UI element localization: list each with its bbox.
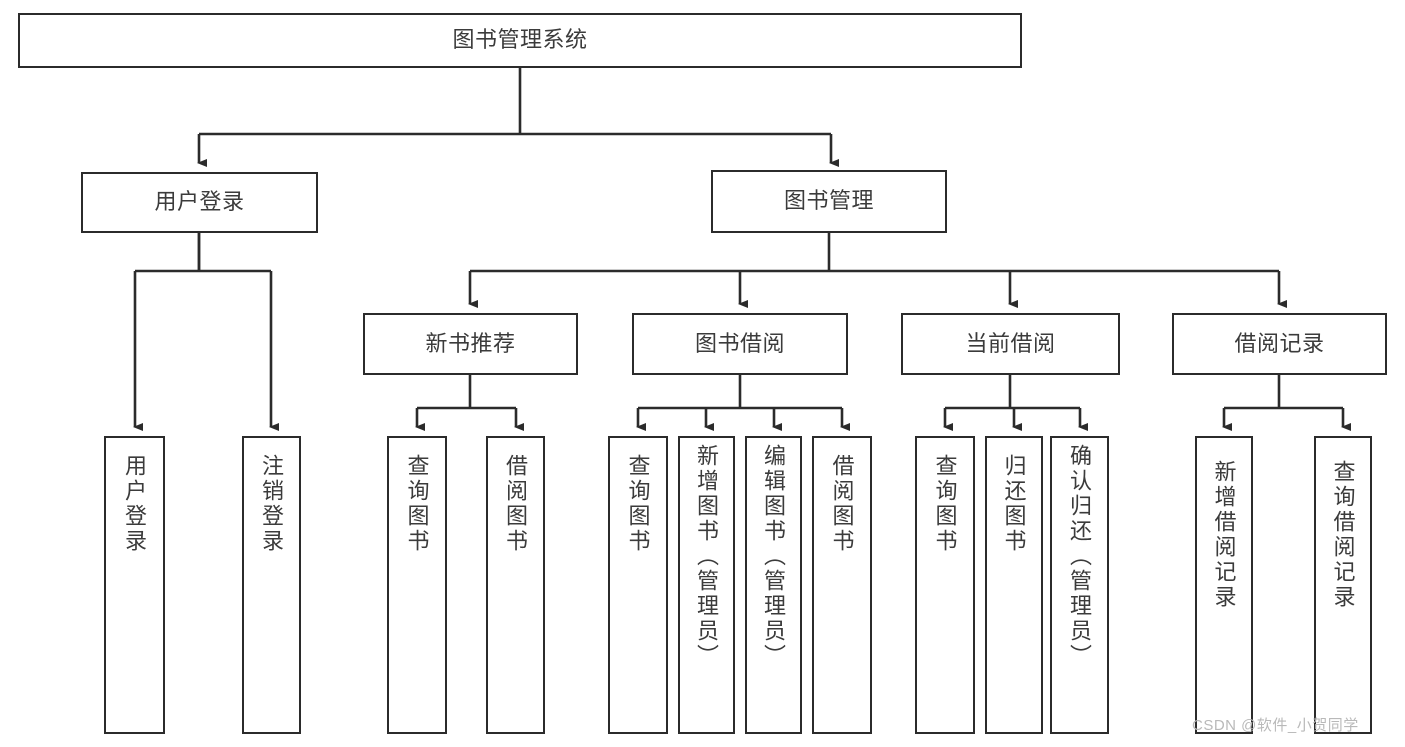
watermark-text: CSDN @软件_小贺同学	[1192, 717, 1359, 734]
leaf-query-book-current[interactable]: 查询图书	[915, 436, 975, 734]
node-label: 图书管理系统	[452, 27, 588, 53]
node-label: 借阅图书	[829, 454, 855, 554]
node-label: 归还图书	[1001, 454, 1027, 554]
leaf-user-logout[interactable]: 注销登录	[242, 436, 301, 734]
node-book-management[interactable]: 图书管理	[711, 170, 947, 233]
node-current-borrow[interactable]: 当前借阅	[901, 313, 1120, 375]
node-borrow-record[interactable]: 借阅记录	[1172, 313, 1387, 375]
node-label: 图书借阅	[694, 330, 785, 356]
leaf-query-book-borrow[interactable]: 查询图书	[608, 436, 668, 734]
node-label: 查询图书	[932, 454, 958, 554]
node-book-borrow[interactable]: 图书借阅	[632, 313, 848, 375]
node-label: 新书推荐	[425, 330, 516, 356]
node-label: 借阅记录	[1234, 330, 1325, 356]
node-label: 查询图书	[404, 454, 430, 554]
leaf-confirm-return-admin[interactable]: 确认归还（管理员）	[1050, 436, 1109, 734]
leaf-add-borrow-record[interactable]: 新增借阅记录	[1195, 436, 1253, 734]
node-root-system[interactable]: 图书管理系统	[18, 13, 1022, 68]
leaf-return-book[interactable]: 归还图书	[985, 436, 1043, 734]
leaf-edit-book-admin[interactable]: 编辑图书（管理员）	[745, 436, 802, 734]
node-label: 查询借阅记录	[1330, 460, 1356, 610]
node-label: 用户登录	[154, 189, 245, 215]
node-label: 新增借阅记录	[1211, 460, 1237, 610]
node-new-book-recommend[interactable]: 新书推荐	[363, 313, 578, 375]
leaf-borrow-book-recommend[interactable]: 借阅图书	[486, 436, 545, 734]
node-label: 注销登录	[259, 454, 285, 554]
leaf-query-book-recommend[interactable]: 查询图书	[387, 436, 447, 734]
leaf-query-borrow-record[interactable]: 查询借阅记录	[1314, 436, 1372, 734]
node-label: 编辑图书（管理员）	[761, 444, 787, 669]
node-label: 当前借阅	[965, 330, 1056, 356]
node-label: 新增图书（管理员）	[694, 444, 720, 669]
leaf-add-book-admin[interactable]: 新增图书（管理员）	[678, 436, 735, 734]
node-label: 借阅图书	[503, 454, 529, 554]
node-label: 用户登录	[122, 454, 148, 554]
node-label: 图书管理	[783, 188, 874, 214]
node-user-login[interactable]: 用户登录	[81, 172, 318, 233]
node-label: 查询图书	[625, 454, 651, 554]
leaf-user-login[interactable]: 用户登录	[104, 436, 165, 734]
node-label: 确认归还（管理员）	[1067, 444, 1093, 669]
leaf-borrow-book[interactable]: 借阅图书	[812, 436, 872, 734]
